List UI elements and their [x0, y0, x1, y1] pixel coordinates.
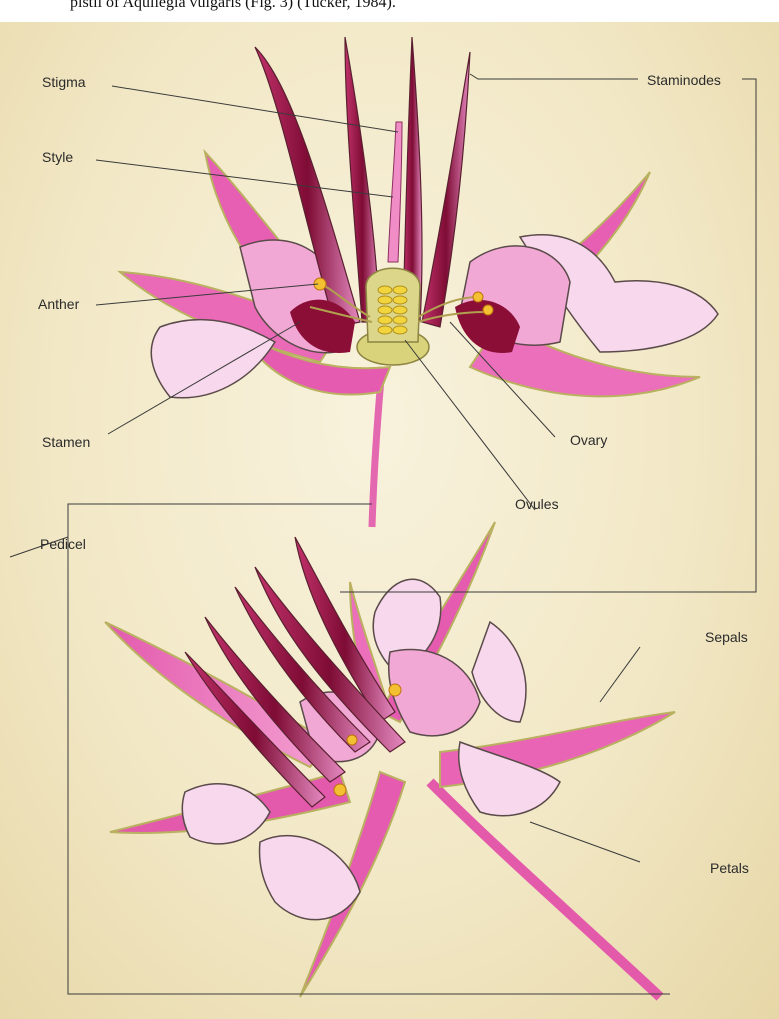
bottom-flower [105, 522, 675, 997]
leader-lines [10, 74, 756, 994]
diagram-sheet: Stigma Style Anther Stamen Staminodes Ov… [0, 22, 779, 1019]
label-petals: Petals [710, 860, 749, 876]
label-ovary: Ovary [570, 432, 607, 448]
label-pedicel: Pedicel [40, 536, 86, 552]
caption-text: pistil of Aquilegia vulgaris (Fig. 3) (T… [70, 0, 396, 12]
label-style: Style [42, 149, 73, 165]
label-staminodes: Staminodes [647, 72, 721, 88]
label-ovules: Ovules [515, 496, 559, 512]
flower-illustration [0, 22, 779, 1019]
top-flower [120, 37, 718, 527]
label-anther: Anther [38, 296, 79, 312]
label-stigma: Stigma [42, 74, 86, 90]
label-sepals: Sepals [705, 629, 748, 645]
style [388, 122, 402, 262]
bottom-pedicel [430, 782, 660, 997]
label-stamen: Stamen [42, 434, 90, 450]
